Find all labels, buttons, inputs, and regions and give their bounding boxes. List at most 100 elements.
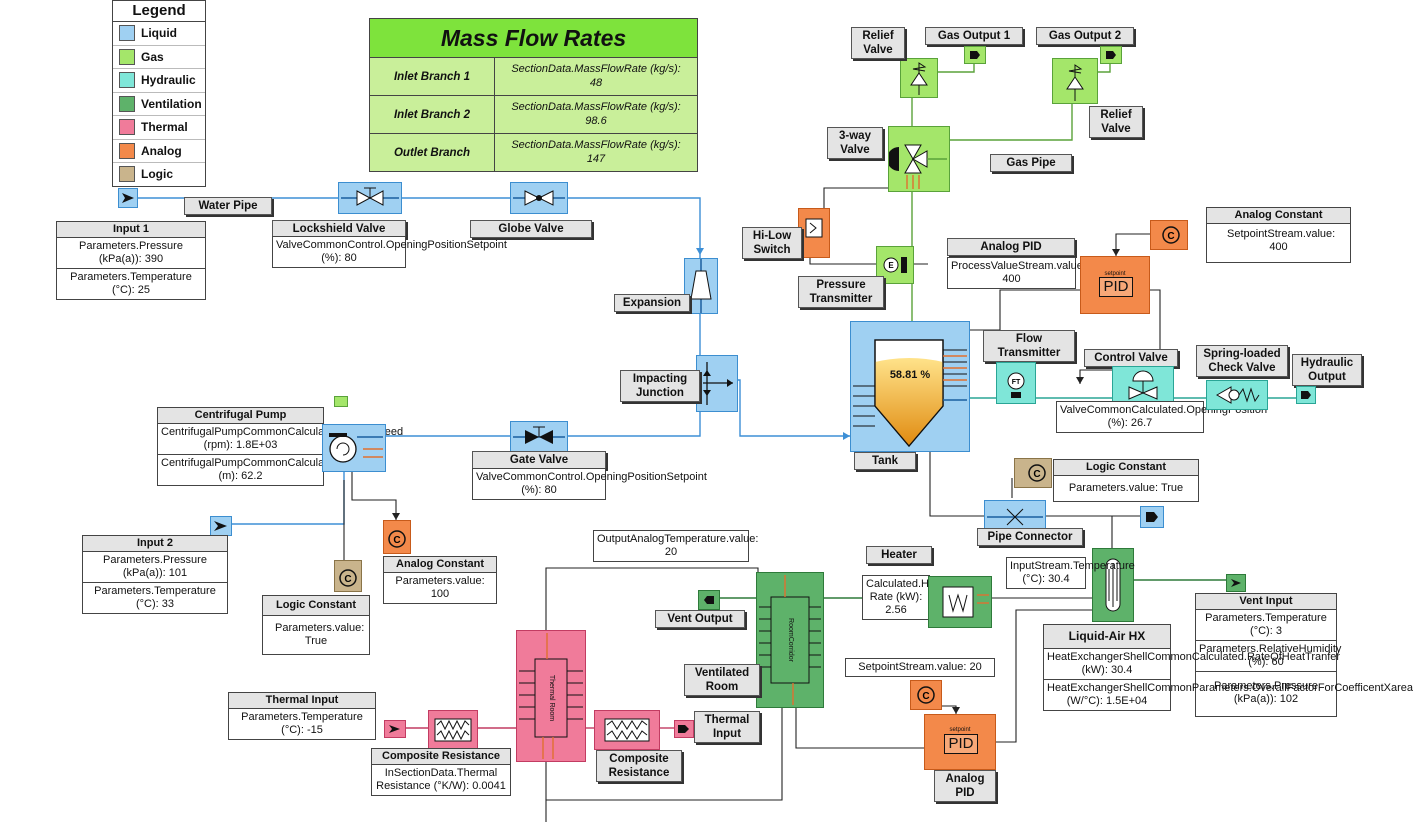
hydraulic-output[interactable] [1296, 386, 1316, 404]
analog-pid-top-label: Analog PID [947, 238, 1075, 256]
mass-flow-row: Outlet Branch SectionData.MassFlowRate (… [370, 134, 697, 171]
gas-output-1-label: Gas Output 1 [925, 27, 1023, 45]
composite-resistance-1[interactable] [428, 710, 478, 750]
heater-icon [942, 586, 989, 618]
legend-swatch-analog [119, 142, 135, 159]
thermal-room[interactable]: Thermal Room [516, 630, 586, 762]
process-value-box: ProcessValueStream.value: 400 [947, 257, 1086, 289]
mass-flow-table: Mass Flow Rates Inlet Branch 1 SectionDa… [369, 18, 698, 172]
logic-constant-left-box: Logic Constant Parameters.value: True [262, 595, 370, 655]
flow-transmitter[interactable]: FT [996, 362, 1036, 404]
analog-constant-top-box: Analog Constant SetpointStream.value: 40… [1206, 207, 1351, 263]
room-corridor-text: RoomCorridor [787, 618, 794, 662]
liquid-outlet[interactable] [1140, 506, 1164, 528]
switch-icon [805, 218, 823, 238]
legend-item-hydraulic: Hydraulic [113, 69, 205, 93]
vent-output[interactable] [698, 590, 720, 610]
analog-constant-top[interactable]: C [1150, 220, 1188, 250]
pid-setpoint-tag: setpoint [1104, 271, 1126, 277]
inlet-arrow-icon [122, 193, 134, 203]
pipe-connector-label: Pipe Connector [977, 528, 1083, 546]
pipe-connector[interactable] [984, 500, 1046, 532]
gate-valve[interactable] [510, 421, 568, 453]
svg-text:C: C [1033, 469, 1040, 480]
logic-constant-right[interactable]: C [1014, 458, 1052, 488]
thermal-room-icon [519, 633, 583, 759]
heat-exchanger-icon [1105, 558, 1121, 612]
constant-c-icon: C [339, 569, 357, 587]
water-inlet-2[interactable] [210, 516, 232, 536]
inlet-arrow-icon [389, 725, 400, 733]
tank[interactable]: 58.81 % [850, 321, 970, 452]
three-way-valve[interactable] [888, 126, 950, 192]
logic-constant-right-box: Logic Constant Parameters.value: True [1053, 459, 1199, 502]
composite-resistance-1-box: Composite Resistance InSectionData.Therm… [371, 748, 511, 796]
input1-box: Input 1 Parameters.Pressure (kPa(a)): 39… [56, 221, 206, 300]
relief-valve-2[interactable] [1052, 58, 1098, 104]
pid-text: PID [1099, 277, 1133, 297]
centrifugal-pump[interactable] [322, 424, 386, 472]
outlet-icon [1106, 51, 1116, 59]
output-analog-temp-box: OutputAnalogTemperature.value: 20 [593, 530, 758, 562]
svg-text:C: C [393, 535, 400, 546]
heater-label: Heater [866, 546, 932, 564]
legend-swatch-hydraulic [119, 72, 135, 89]
mass-flow-title: Mass Flow Rates [370, 19, 697, 58]
thermal-input-source[interactable] [384, 720, 406, 738]
status-indicator [334, 396, 348, 407]
analog-pid-bottom[interactable]: setpoint PID [924, 714, 996, 770]
lockshield-valve[interactable] [338, 182, 402, 214]
valve-icon [341, 187, 399, 206]
inlet-arrow-icon [214, 521, 227, 531]
legend-title: Legend [113, 1, 205, 22]
legend: Legend Liquid Gas Hydraulic Ventilation … [112, 0, 206, 187]
gas-output-2[interactable] [1100, 46, 1122, 64]
relief-valve-1[interactable] [900, 58, 938, 98]
spring-loaded-check-valve[interactable] [1206, 380, 1268, 410]
outlet-icon [970, 51, 980, 59]
thermal-input-sink[interactable] [674, 720, 694, 738]
pump-icon [329, 433, 383, 463]
thermal-input-box: Thermal Input Parameters.Temperature (°C… [228, 692, 376, 740]
input-stream-temp-box: InputStream.Temperature (°C): 30.4 [1006, 557, 1135, 589]
tank-icon [853, 339, 967, 448]
hi-low-switch[interactable] [798, 208, 830, 258]
resistance-icon [434, 718, 472, 742]
composite-resistance-2[interactable] [594, 710, 660, 750]
mass-flow-value-cell: SectionData.MassFlowRate (kg/s):147 [511, 139, 681, 165]
analog-constant-left[interactable]: C [383, 520, 411, 554]
junction-icon [703, 362, 733, 405]
mass-flow-value-cell: SectionData.MassFlowRate (kg/s):48 [511, 63, 681, 89]
legend-item-gas: Gas [113, 46, 205, 69]
svg-text:E: E [888, 261, 894, 270]
gas-output-2-label: Gas Output 2 [1036, 27, 1134, 45]
impacting-junction[interactable] [696, 355, 738, 412]
mass-flow-name: Outlet Branch [370, 134, 495, 171]
svg-text:C: C [922, 691, 929, 702]
mass-flow-name: Inlet Branch 2 [370, 96, 495, 133]
gas-output-1[interactable] [964, 46, 986, 64]
expansion[interactable] [684, 258, 718, 314]
globe-valve[interactable] [510, 182, 568, 214]
legend-item-analog: Analog [113, 140, 205, 163]
ventilated-room[interactable]: RoomCorridor [756, 572, 824, 708]
liquid-air-hx[interactable] [1092, 548, 1134, 622]
svg-text:C: C [344, 574, 351, 585]
gate-valve-icon [513, 426, 565, 444]
heater[interactable] [928, 576, 992, 628]
legend-swatch-gas [119, 48, 135, 65]
analog-pid-top[interactable]: setpoint PID [1080, 256, 1150, 314]
control-valve-icon [1128, 370, 1158, 400]
water-inlet-1[interactable] [118, 188, 138, 208]
analog-constant-bottom[interactable]: C [910, 680, 942, 710]
legend-item-liquid: Liquid [113, 22, 205, 46]
logic-constant-left[interactable]: C [334, 560, 362, 592]
gate-valve-label: Gate Valve [472, 451, 606, 469]
vent-input[interactable] [1226, 574, 1246, 592]
